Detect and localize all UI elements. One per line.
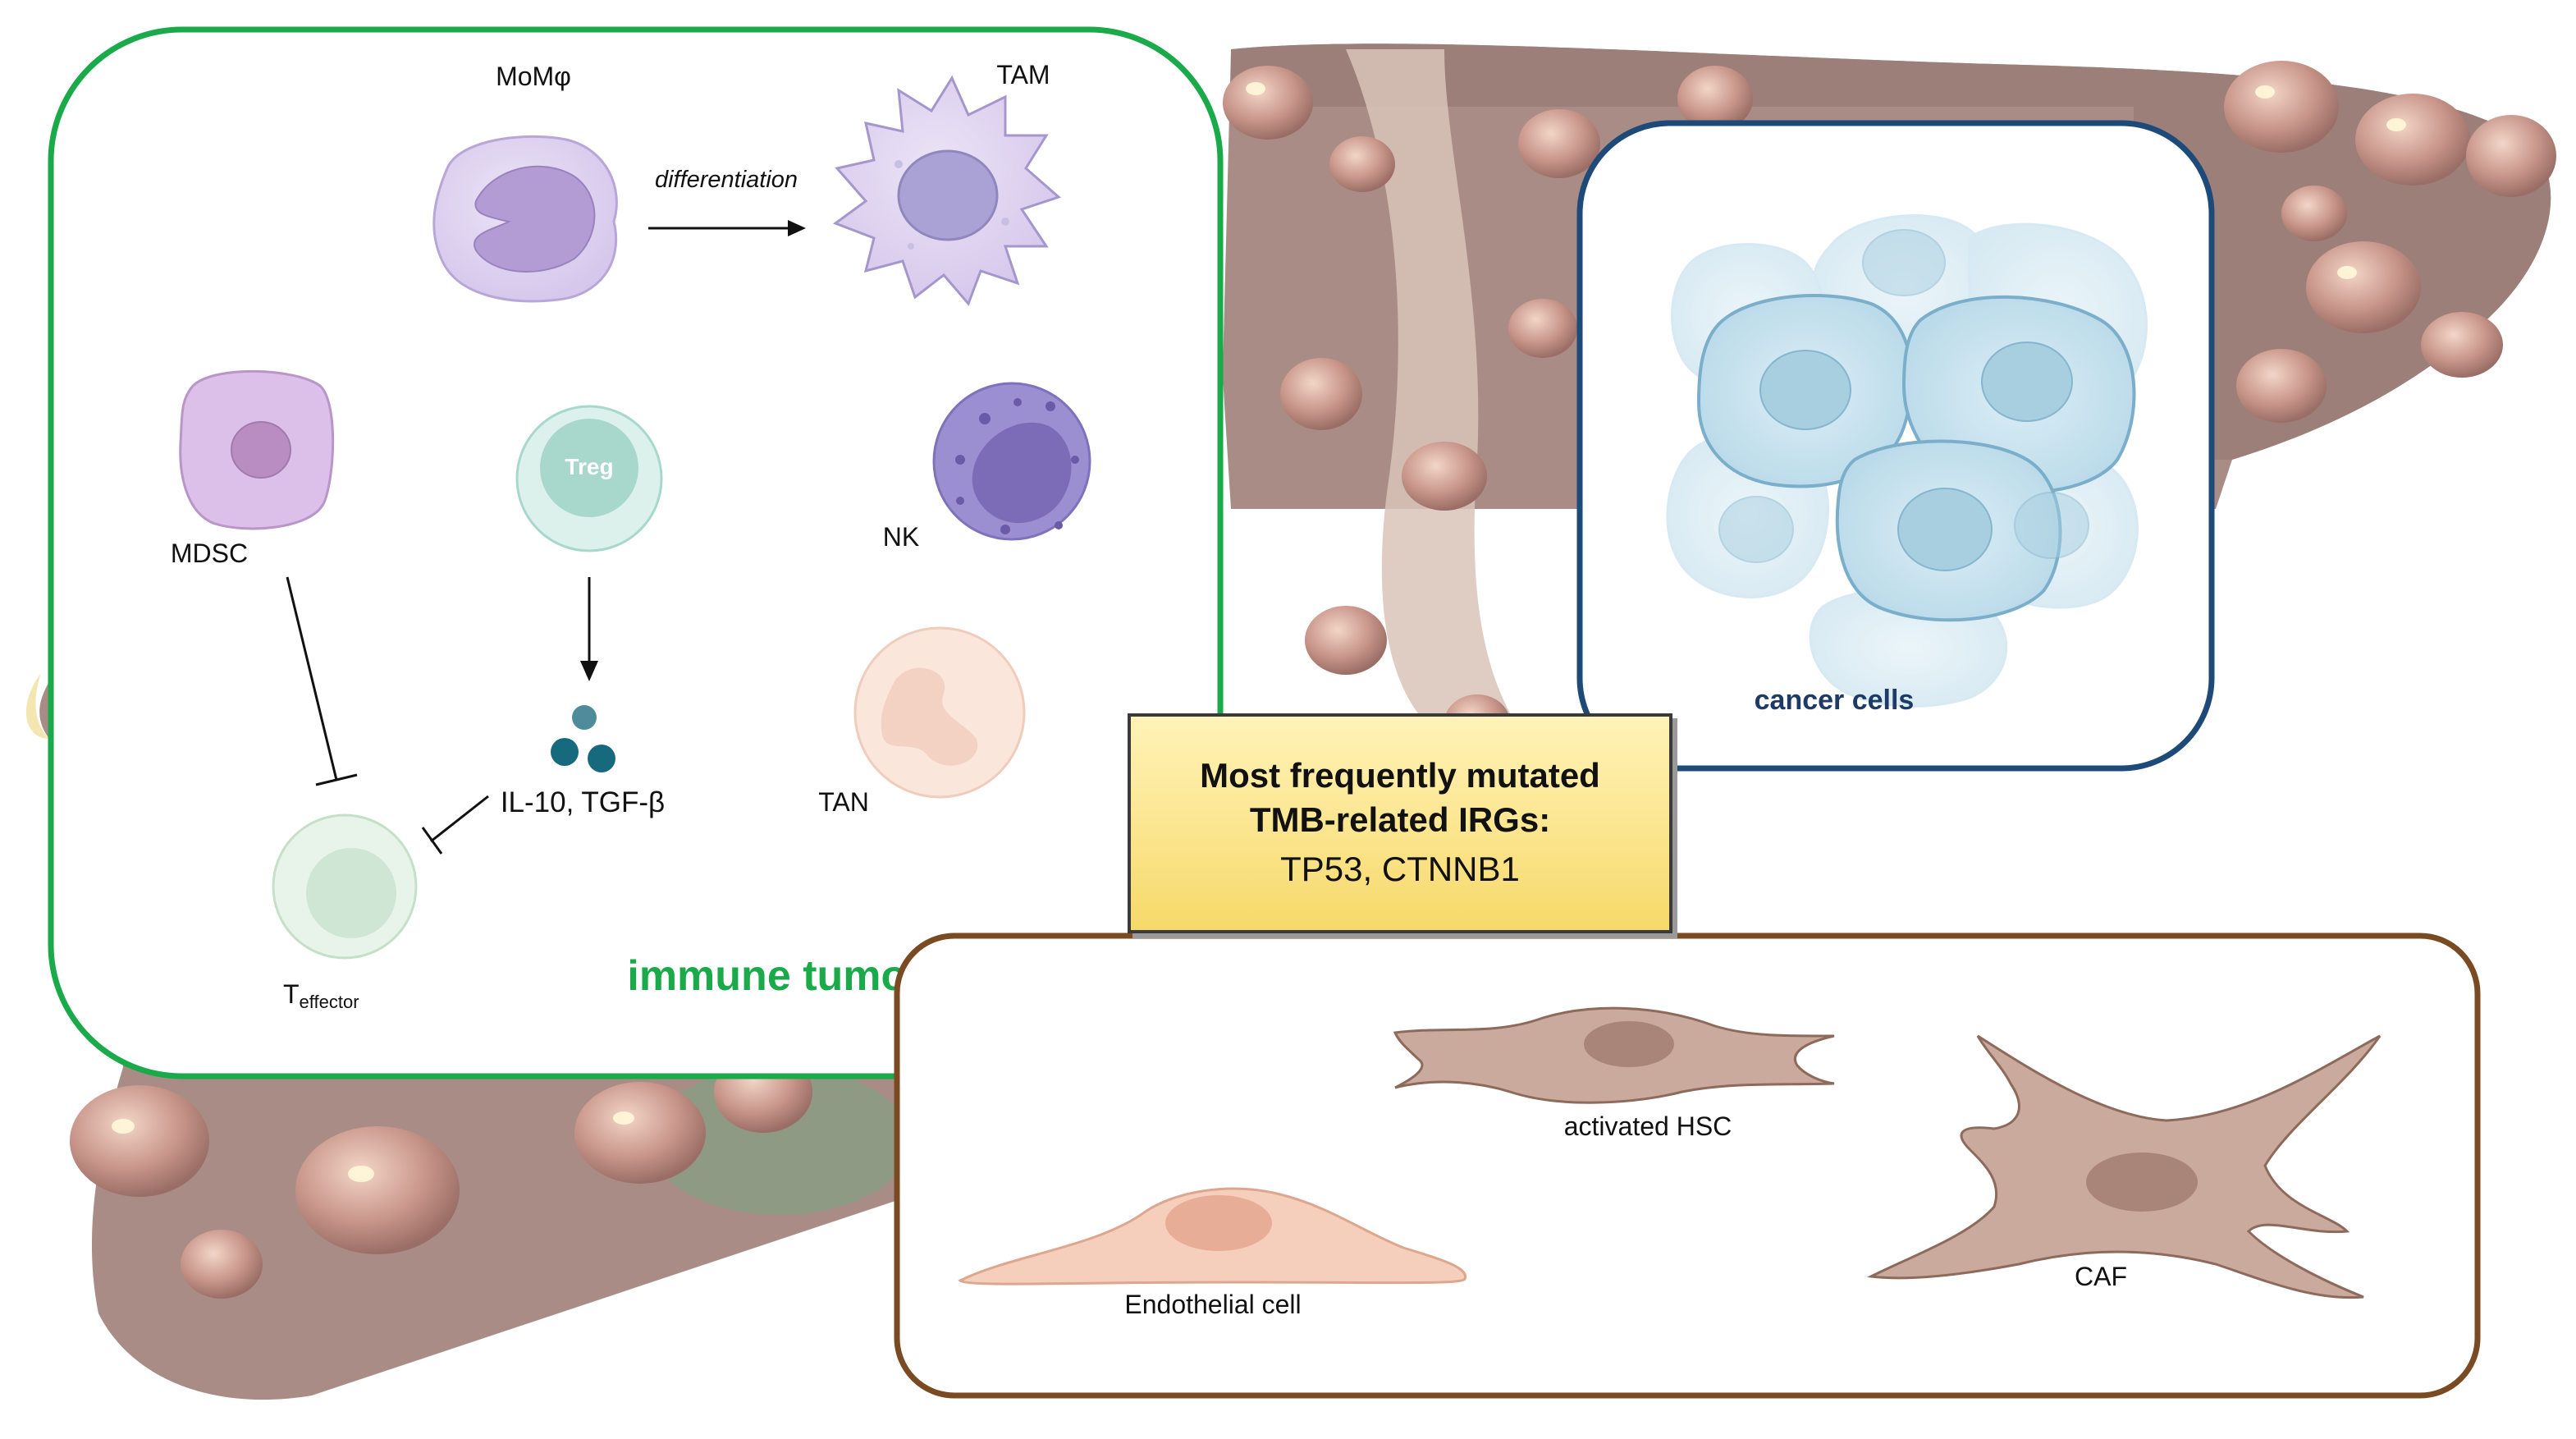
cancer-cells-panel: cancer cells <box>1576 120 2215 772</box>
callout-line2: TMB-related IRGs: <box>1249 800 1551 839</box>
activated-hsc-label: activated HSC <box>1564 1111 1732 1141</box>
cytokine-molecules-icon <box>551 705 615 772</box>
stromal-cells-panel: activated HSC Endothelial cell CAF <box>894 933 2481 1399</box>
treg-secretion-arrow <box>580 577 598 681</box>
tam-cell-icon <box>832 75 1061 306</box>
endothelial-cell-label: Endothelial cell <box>1124 1290 1301 1319</box>
activated-hsc-cell-icon <box>1393 1006 1835 1104</box>
callout-line1: Most frequently mutated <box>1200 756 1600 795</box>
caf-cell-icon <box>1866 1034 2382 1299</box>
momphi-label: MoMφ <box>496 62 571 91</box>
caf-label: CAF <box>2075 1262 2127 1291</box>
cytokine-inhibition-line <box>421 795 489 855</box>
treg-label: Treg <box>565 454 613 479</box>
tan-label: TAN <box>818 787 869 817</box>
differentiation-label: differentiation <box>655 167 798 193</box>
immune-tumor-cells-panel: MoMφ differentiation TAM MDSC <box>48 26 1224 1079</box>
tan-cell-icon <box>853 626 1026 799</box>
mutated-genes-callout: Most frequently mutated TMB-related IRGs… <box>1128 713 1672 933</box>
nk-cell-icon <box>932 382 1091 541</box>
momphi-cell-icon <box>432 135 618 303</box>
tam-label: TAM <box>996 60 1050 89</box>
t-effector-cell-icon <box>272 813 418 960</box>
mdsc-label: MDSC <box>171 538 248 568</box>
treg-cell-icon <box>515 405 663 552</box>
nk-label: NK <box>883 522 919 552</box>
cancer-cells-cluster-icon <box>1666 214 2148 708</box>
endothelial-cell-icon <box>958 1187 1466 1285</box>
cytokines-label: IL-10, TGF-β <box>501 786 665 818</box>
mdsc-cell-icon <box>179 369 335 530</box>
mdsc-inhibition-line <box>286 576 358 786</box>
t-effector-label: Teffector <box>283 979 359 1012</box>
callout-genes: TP53, CTNNB1 <box>1280 850 1520 888</box>
cancer-cells-label: cancer cells <box>1755 685 1915 716</box>
differentiation-arrow <box>648 220 806 236</box>
